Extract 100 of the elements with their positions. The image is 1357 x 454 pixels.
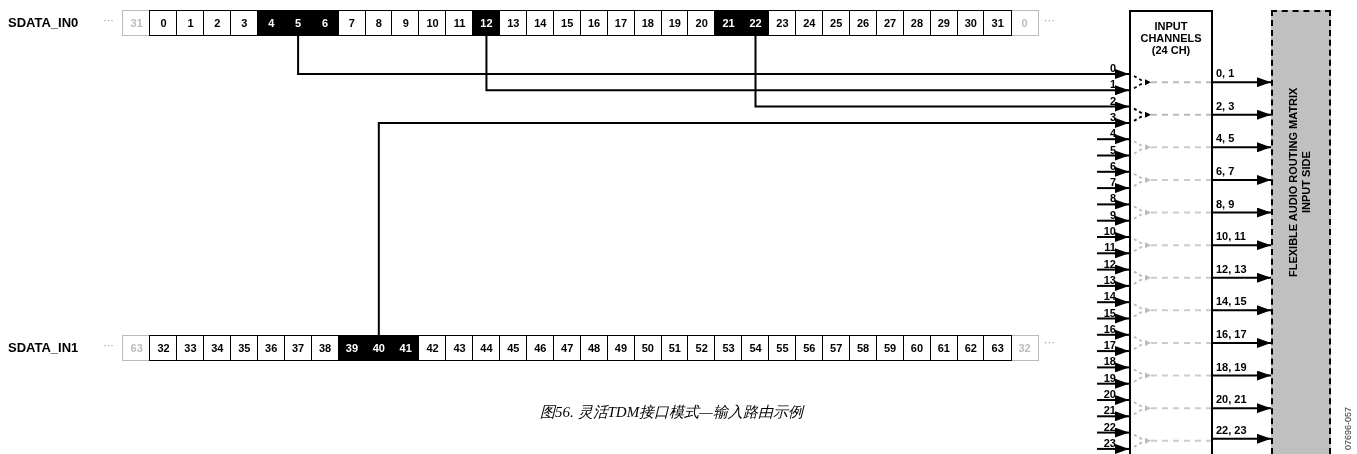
edge-label: 9 <box>1109 208 1116 221</box>
arrow <box>1212 337 1272 348</box>
time-slot: 34 <box>203 335 232 361</box>
time-slot: 43 <box>445 335 474 361</box>
arrow <box>297 35 1130 79</box>
edge-label: 15 <box>1103 306 1116 319</box>
time-slot: 0 <box>149 10 178 36</box>
edge-label: 14 <box>1103 290 1116 303</box>
arrow <box>1212 109 1272 120</box>
edge-label: 0, 1 <box>1216 67 1235 80</box>
edge-label: 10, 11 <box>1216 230 1246 243</box>
arrow <box>1096 297 1130 308</box>
time-slot: 35 <box>230 335 259 361</box>
edge-label: 23 <box>1103 436 1116 449</box>
time-slot: 20 <box>687 10 716 36</box>
edge-label: 10 <box>1103 225 1116 237</box>
time-slot: 46 <box>526 335 555 361</box>
time-slot: 31 <box>983 10 1012 36</box>
arrow <box>1096 427 1130 438</box>
time-slot: 0 <box>1010 10 1039 36</box>
arrow <box>485 35 1130 96</box>
arrow <box>1212 403 1272 414</box>
time-slot: 33 <box>176 335 205 361</box>
edge-label: 18 <box>1103 355 1116 368</box>
edge-label: 4, 5 <box>1216 132 1235 145</box>
arrow <box>1212 240 1272 251</box>
edge-label: 18, 19 <box>1216 360 1247 373</box>
edge-label: 6, 7 <box>1216 164 1235 177</box>
edge-label: 0 <box>1109 62 1116 74</box>
input-channels-block <box>1129 10 1213 454</box>
time-slot: 52 <box>687 335 716 361</box>
arrow <box>1096 183 1130 194</box>
ellipsis: ··· <box>103 14 114 26</box>
arrow <box>1096 215 1130 226</box>
edge-label: 16 <box>1103 322 1116 335</box>
time-slot: 11 <box>445 10 474 36</box>
time-slot: 10 <box>418 10 447 36</box>
arrow <box>1096 395 1130 405</box>
edge-label: 16, 17 <box>1216 327 1247 340</box>
time-slot: 63 <box>122 335 151 361</box>
edge-label: 8 <box>1109 192 1116 205</box>
edge-label: 22, 23 <box>1216 423 1247 436</box>
figure-caption: 图56. 灵活TDM接口模式—输入路由示例 <box>540 403 803 422</box>
routing-matrix-panel <box>1271 10 1331 454</box>
edge-label: 2, 3 <box>1216 99 1235 112</box>
edge-label: 6 <box>1109 159 1116 172</box>
edge-label: 12 <box>1103 257 1116 270</box>
bus-name: SDATA_IN0 <box>8 15 79 30</box>
time-slot: 41 <box>391 335 420 361</box>
edge-label: 19 <box>1103 371 1116 384</box>
time-slot: 32 <box>149 335 178 361</box>
arrow <box>1212 174 1272 185</box>
ellipsis: ··· <box>1043 336 1055 348</box>
arrow <box>1096 411 1130 422</box>
time-slot: 9 <box>391 10 420 36</box>
arrow <box>1212 272 1272 283</box>
edge-label: 20 <box>1103 388 1116 400</box>
time-slot: 32 <box>1010 335 1039 361</box>
time-slot: 44 <box>472 335 501 361</box>
arrow <box>1096 134 1130 145</box>
time-slot: 1 <box>176 10 205 36</box>
arrow <box>754 35 1130 112</box>
time-slot: 31 <box>122 10 151 36</box>
arrow <box>1096 166 1130 177</box>
edge-label: 4 <box>1109 127 1116 140</box>
arrow <box>1096 346 1130 357</box>
arrow <box>1096 378 1130 389</box>
panel-title: FLEXIBLE AUDIO ROUTING MATRIX INPUT SIDE <box>1287 86 1313 279</box>
time-slot: 13 <box>499 10 528 36</box>
arrow <box>1212 305 1272 316</box>
time-slot: 45 <box>499 335 528 361</box>
time-slot: 24 <box>795 10 824 36</box>
time-slot: 55 <box>768 335 797 361</box>
arrow <box>1096 232 1130 242</box>
arrow <box>1096 150 1130 161</box>
edge-label: 13 <box>1103 273 1116 286</box>
arrow <box>1096 443 1130 454</box>
edge-label: 14, 15 <box>1216 295 1247 308</box>
arrow <box>1096 362 1130 373</box>
arrow <box>1096 248 1130 259</box>
edge-label: 12, 13 <box>1216 262 1247 275</box>
edge-label: 11 <box>1104 241 1116 254</box>
time-slot: 54 <box>741 335 770 361</box>
arrow <box>1212 142 1272 153</box>
arrow <box>1096 264 1130 275</box>
time-slot: 63 <box>983 335 1012 361</box>
arrow <box>1212 77 1272 88</box>
edge-label: 3 <box>1109 110 1116 123</box>
arrow <box>1212 207 1272 218</box>
edge-label: 22 <box>1103 420 1116 433</box>
edge-label: 21 <box>1103 404 1116 417</box>
arrow <box>1096 313 1130 324</box>
arrow <box>377 117 1130 336</box>
edge-label: 7 <box>1109 176 1116 189</box>
arrow <box>1096 329 1130 340</box>
figure-code: 07696-057 <box>1343 406 1353 450</box>
arrow <box>1096 280 1130 291</box>
time-slot: 21 <box>714 10 743 36</box>
edge-label: 20, 21 <box>1216 393 1247 406</box>
arrow <box>1212 370 1272 381</box>
